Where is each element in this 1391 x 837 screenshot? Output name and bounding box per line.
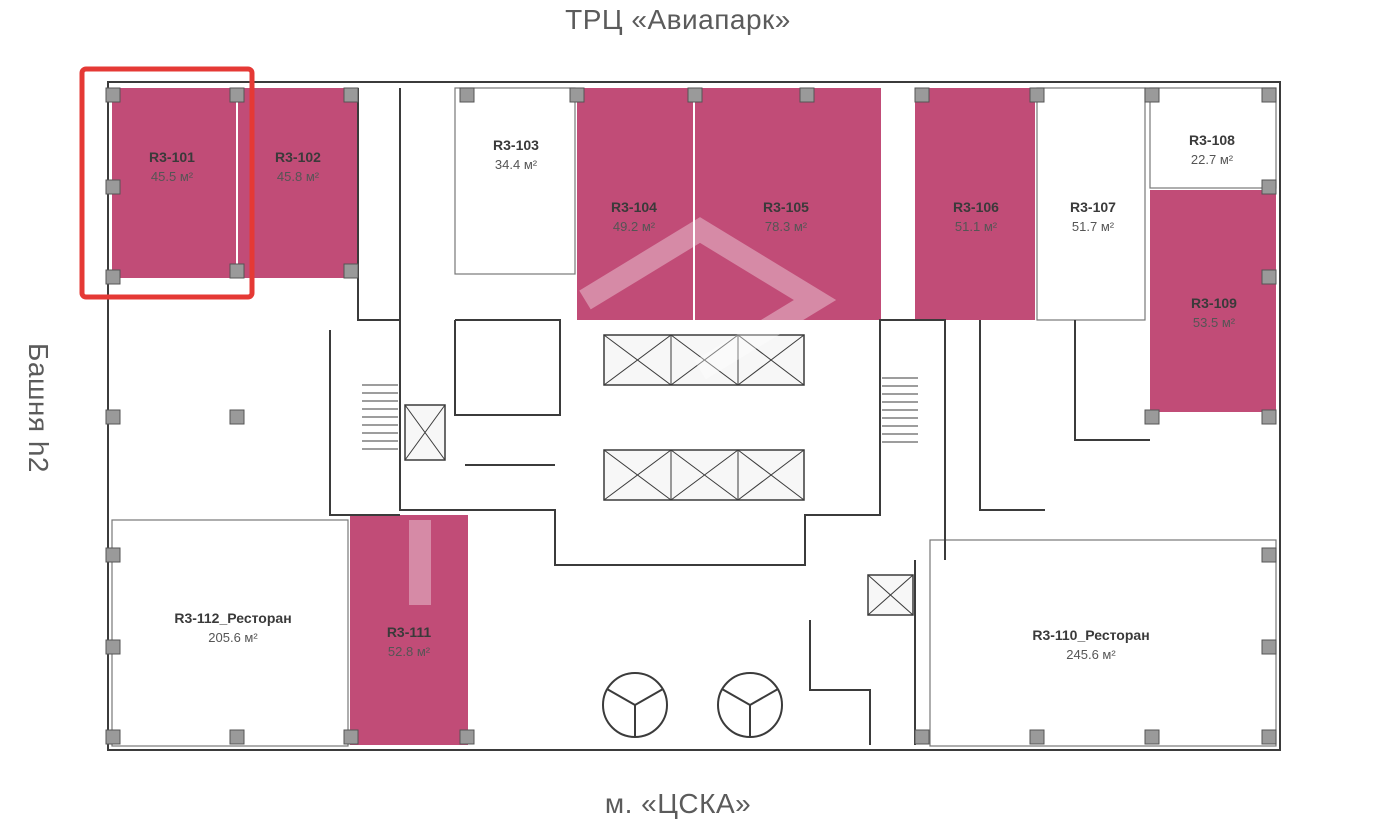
room-label-r3-102: R3-102 — [275, 149, 321, 165]
revolving-doors — [602, 672, 783, 738]
room-label-r3-105: R3-105 — [763, 199, 809, 215]
room-label-r3-107: R3-107 — [1070, 199, 1116, 215]
room-area-r3-105: 78.3 м² — [765, 219, 808, 234]
room-area-r3-109: 53.5 м² — [1193, 315, 1236, 330]
unit-r3-108[interactable] — [1149, 87, 1277, 189]
unit-r3-102[interactable] — [238, 88, 358, 278]
room-label-r3-108: R3-108 — [1189, 132, 1235, 148]
unit-r3-105[interactable] — [695, 88, 881, 320]
room-area-r3-108: 22.7 м² — [1191, 152, 1234, 167]
unit-r3-106[interactable] — [915, 88, 1035, 320]
unit-r3-110[interactable] — [929, 539, 1277, 747]
room-label-r3-110: R3-110_Ресторан — [1032, 627, 1149, 643]
unit-r3-104[interactable] — [577, 88, 693, 320]
unit-r3-111[interactable] — [350, 515, 468, 745]
room-label-r3-112: R3-112_Ресторан — [174, 610, 291, 626]
unit-r3-103[interactable] — [454, 87, 576, 275]
room-label-r3-103: R3-103 — [493, 137, 539, 153]
room-area-r3-111: 52.8 м² — [388, 644, 431, 659]
room-label-r3-101: R3-101 — [149, 149, 195, 165]
room-area-r3-110: 245.6 м² — [1066, 647, 1116, 662]
north-label: ТРЦ «Авиапарк» — [565, 4, 791, 35]
unit-r3-101[interactable] — [112, 88, 236, 278]
room-label-r3-109: R3-109 — [1191, 295, 1237, 311]
room-label-r3-104: R3-104 — [611, 199, 657, 215]
south-label: м. «ЦСКА» — [604, 788, 752, 819]
room-label-r3-111: R3-111 — [387, 624, 432, 640]
room-label-r3-106: R3-106 — [953, 199, 999, 215]
stairs-left — [362, 384, 398, 450]
room-area-r3-102: 45.8 м² — [277, 169, 320, 184]
unit-r3-107[interactable] — [1036, 87, 1146, 321]
unit-r3-109[interactable] — [1150, 190, 1276, 412]
watermark — [409, 217, 837, 605]
selected-unit-outline[interactable] — [79, 66, 255, 300]
room-area-r3-104: 49.2 м² — [613, 219, 656, 234]
room-area-r3-112: 205.6 м² — [208, 630, 258, 645]
room-area-r3-103: 34.4 м² — [495, 157, 538, 172]
room-area-r3-106: 51.1 м² — [955, 219, 998, 234]
stairs-right — [882, 377, 918, 443]
unit-r3-112[interactable] — [111, 519, 349, 747]
room-area-r3-107: 51.7 м² — [1072, 219, 1115, 234]
room-area-r3-101: 45.5 м² — [151, 169, 194, 184]
